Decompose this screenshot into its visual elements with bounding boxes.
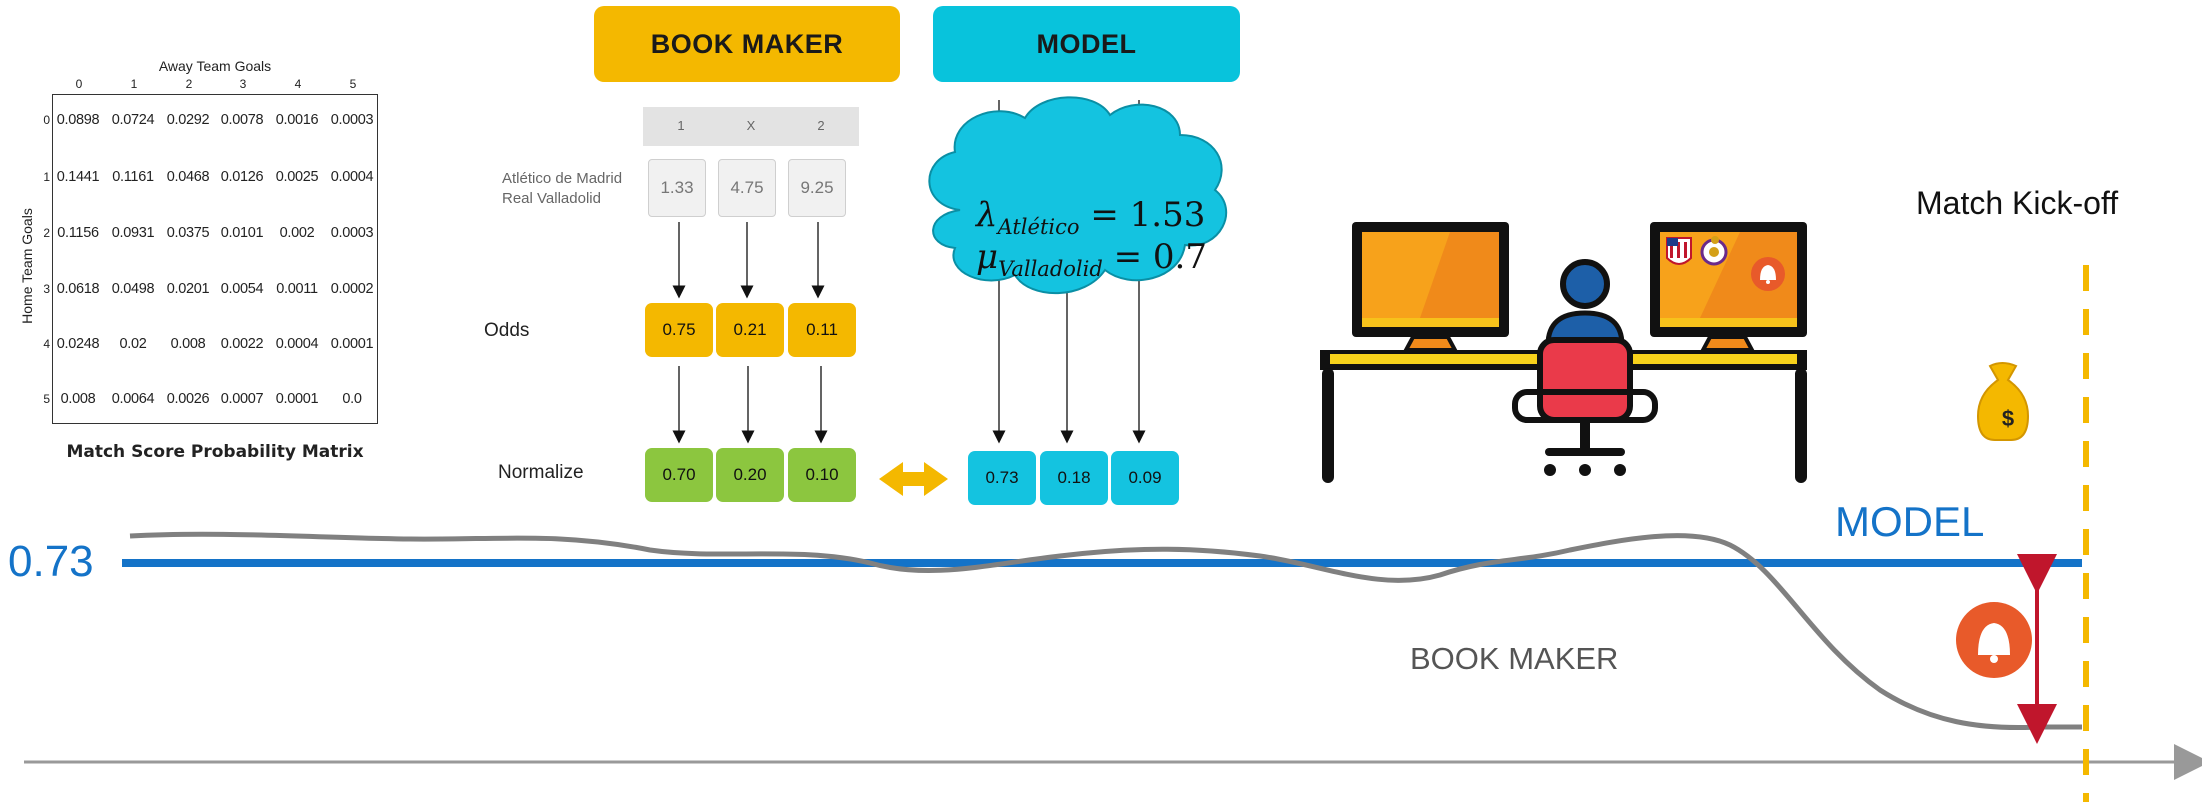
matrix-cell: 0.0001 (275, 391, 319, 407)
model-line-label: MODEL (1835, 498, 1985, 545)
matrix-row-tick: 1 (43, 170, 50, 184)
matrix-cell: 0.0007 (220, 391, 264, 407)
lambda-team: Atlético (997, 214, 1080, 239)
matrix-cell: 0.0 (342, 391, 362, 407)
model-level-value: 0.73 (8, 537, 94, 586)
bell-icon (1956, 602, 2032, 678)
decimal-odds-home: 1.33 (648, 159, 706, 217)
matrix-cell: 0.0126 (220, 169, 264, 185)
matrix-cell: 0.0292 (166, 112, 210, 128)
matrix-cell: 0.0022 (220, 336, 264, 352)
matrix-row-tick: 4 (43, 337, 50, 351)
lambda-formula: λAtlético = 1.53 (976, 195, 1205, 239)
bookmaker-flow-arrows (672, 222, 828, 444)
matrix-cell: 0.0064 (111, 391, 155, 407)
mu-team: Valladolid (998, 256, 1103, 281)
model-prob-home: 0.73 (968, 451, 1036, 505)
matrix-cell: 0.0026 (166, 391, 210, 407)
matrix-col-tick: 3 (239, 77, 247, 91)
money-bag-icon: $ (1976, 362, 2030, 441)
model-parameters-cloud (928, 96, 1228, 295)
model-prob-away: 0.09 (1111, 451, 1179, 505)
matrix-cell: 0.1161 (112, 169, 154, 185)
matrix-row-tick: 2 (43, 226, 50, 240)
matrix-cell: 0.0001 (330, 336, 374, 352)
matrix-row-tick: 0 (43, 113, 50, 127)
matrix-cell: 0.0468 (166, 169, 210, 185)
matrix-cell: 0.0025 (275, 169, 319, 185)
bell-icon (1751, 257, 1785, 291)
matrix-col-tick: 1 (130, 77, 138, 91)
matrix-row-tick: 3 (43, 282, 50, 296)
mu-symbol: μ (976, 237, 999, 277)
matrix-cell: 0.008 (60, 391, 96, 407)
matrix-cell: 0.0101 (220, 225, 264, 241)
bookmaker-odds-line (129, 531, 2082, 731)
matrix-cell: 0.002 (279, 225, 315, 241)
matrix-cell: 0.1156 (57, 225, 99, 241)
bookmaker-line-label: BOOK MAKER (1410, 641, 1619, 676)
matrix-cell: 0.0004 (275, 336, 319, 352)
matrix-cell: 0.008 (170, 336, 206, 352)
kickoff-label: Match Kick-off (1916, 185, 2119, 221)
model-header: MODEL (933, 6, 1240, 82)
matrix-cell: 0.1441 (56, 169, 100, 185)
decimal-odds-away: 9.25 (788, 159, 846, 217)
double-arrow-icon (879, 462, 948, 496)
matrix-cell: 0.0498 (111, 281, 155, 297)
matrix-cell: 0.0016 (275, 112, 319, 128)
mu-value: = 0.7 (1113, 237, 1207, 277)
lambda-symbol: λ (976, 195, 998, 235)
normalized-prob-away: 0.10 (788, 448, 856, 502)
matrix-cell: 0.0054 (220, 281, 264, 297)
matrix-cell: 0.0011 (276, 281, 318, 297)
matrix-cell: 0.0078 (220, 112, 264, 128)
matrix-col-tick: 2 (185, 77, 193, 91)
team-home-name: Atlético de Madrid (502, 170, 623, 187)
matrix-cell: 0.0002 (330, 281, 374, 297)
bookmaker-header: BOOK MAKER (594, 6, 900, 82)
normalized-prob-draw: 0.20 (716, 448, 784, 502)
matrix-cell: 0.02 (119, 336, 147, 352)
probability-matrix: 0.0898 0.0724 0.0292 0.0078 0.0016 0.0003 0.14… (52, 94, 378, 424)
matrix-row-tick: 5 (43, 392, 50, 406)
matrix-col-tick: 4 (294, 77, 302, 91)
svg-text:$: $ (2002, 406, 2014, 431)
decimal-odds-draw: 4.75 (718, 159, 776, 217)
matrix-cell: 0.0724 (111, 112, 155, 128)
matrix-col-tick: 5 (349, 77, 357, 91)
outcome-header-away: 2 (817, 118, 825, 133)
matrix-x-axis-label: Away Team Goals (158, 58, 272, 74)
team-away-name: Real Valladolid (502, 190, 601, 207)
outcome-header-home: 1 (677, 118, 685, 133)
model-prob-draw: 0.18 (1040, 451, 1108, 505)
matrix-caption: Match Score Probability Matrix (66, 442, 364, 462)
matrix-cell: 0.0618 (56, 281, 100, 297)
matrix-cell: 0.0004 (330, 169, 374, 185)
team-crest-icon (1666, 236, 1728, 266)
implied-prob-away: 0.11 (788, 303, 856, 357)
matrix-cell: 0.0375 (166, 225, 210, 241)
outcome-header-draw: X (746, 118, 756, 133)
matrix-cell: 0.0898 (56, 112, 100, 128)
matrix-cell: 0.0003 (330, 112, 374, 128)
implied-prob-draw: 0.21 (716, 303, 784, 357)
lambda-value: = 1.53 (1090, 195, 1206, 235)
implied-prob-home: 0.75 (645, 303, 713, 357)
mu-formula: μValladolid = 0.7 (976, 237, 1207, 281)
normalized-prob-home: 0.70 (645, 448, 713, 502)
normalize-label: Normalize (498, 462, 584, 483)
matrix-cell: 0.0201 (166, 281, 210, 297)
odds-label: Odds (484, 320, 530, 341)
matrix-col-tick: 0 (75, 77, 83, 91)
matrix-cell: 0.0931 (111, 225, 155, 241)
matrix-cell: 0.0248 (56, 336, 100, 352)
workstation-icon (1320, 222, 1807, 483)
odds-header-bar (643, 107, 859, 146)
matrix-cell: 0.0003 (330, 225, 374, 241)
